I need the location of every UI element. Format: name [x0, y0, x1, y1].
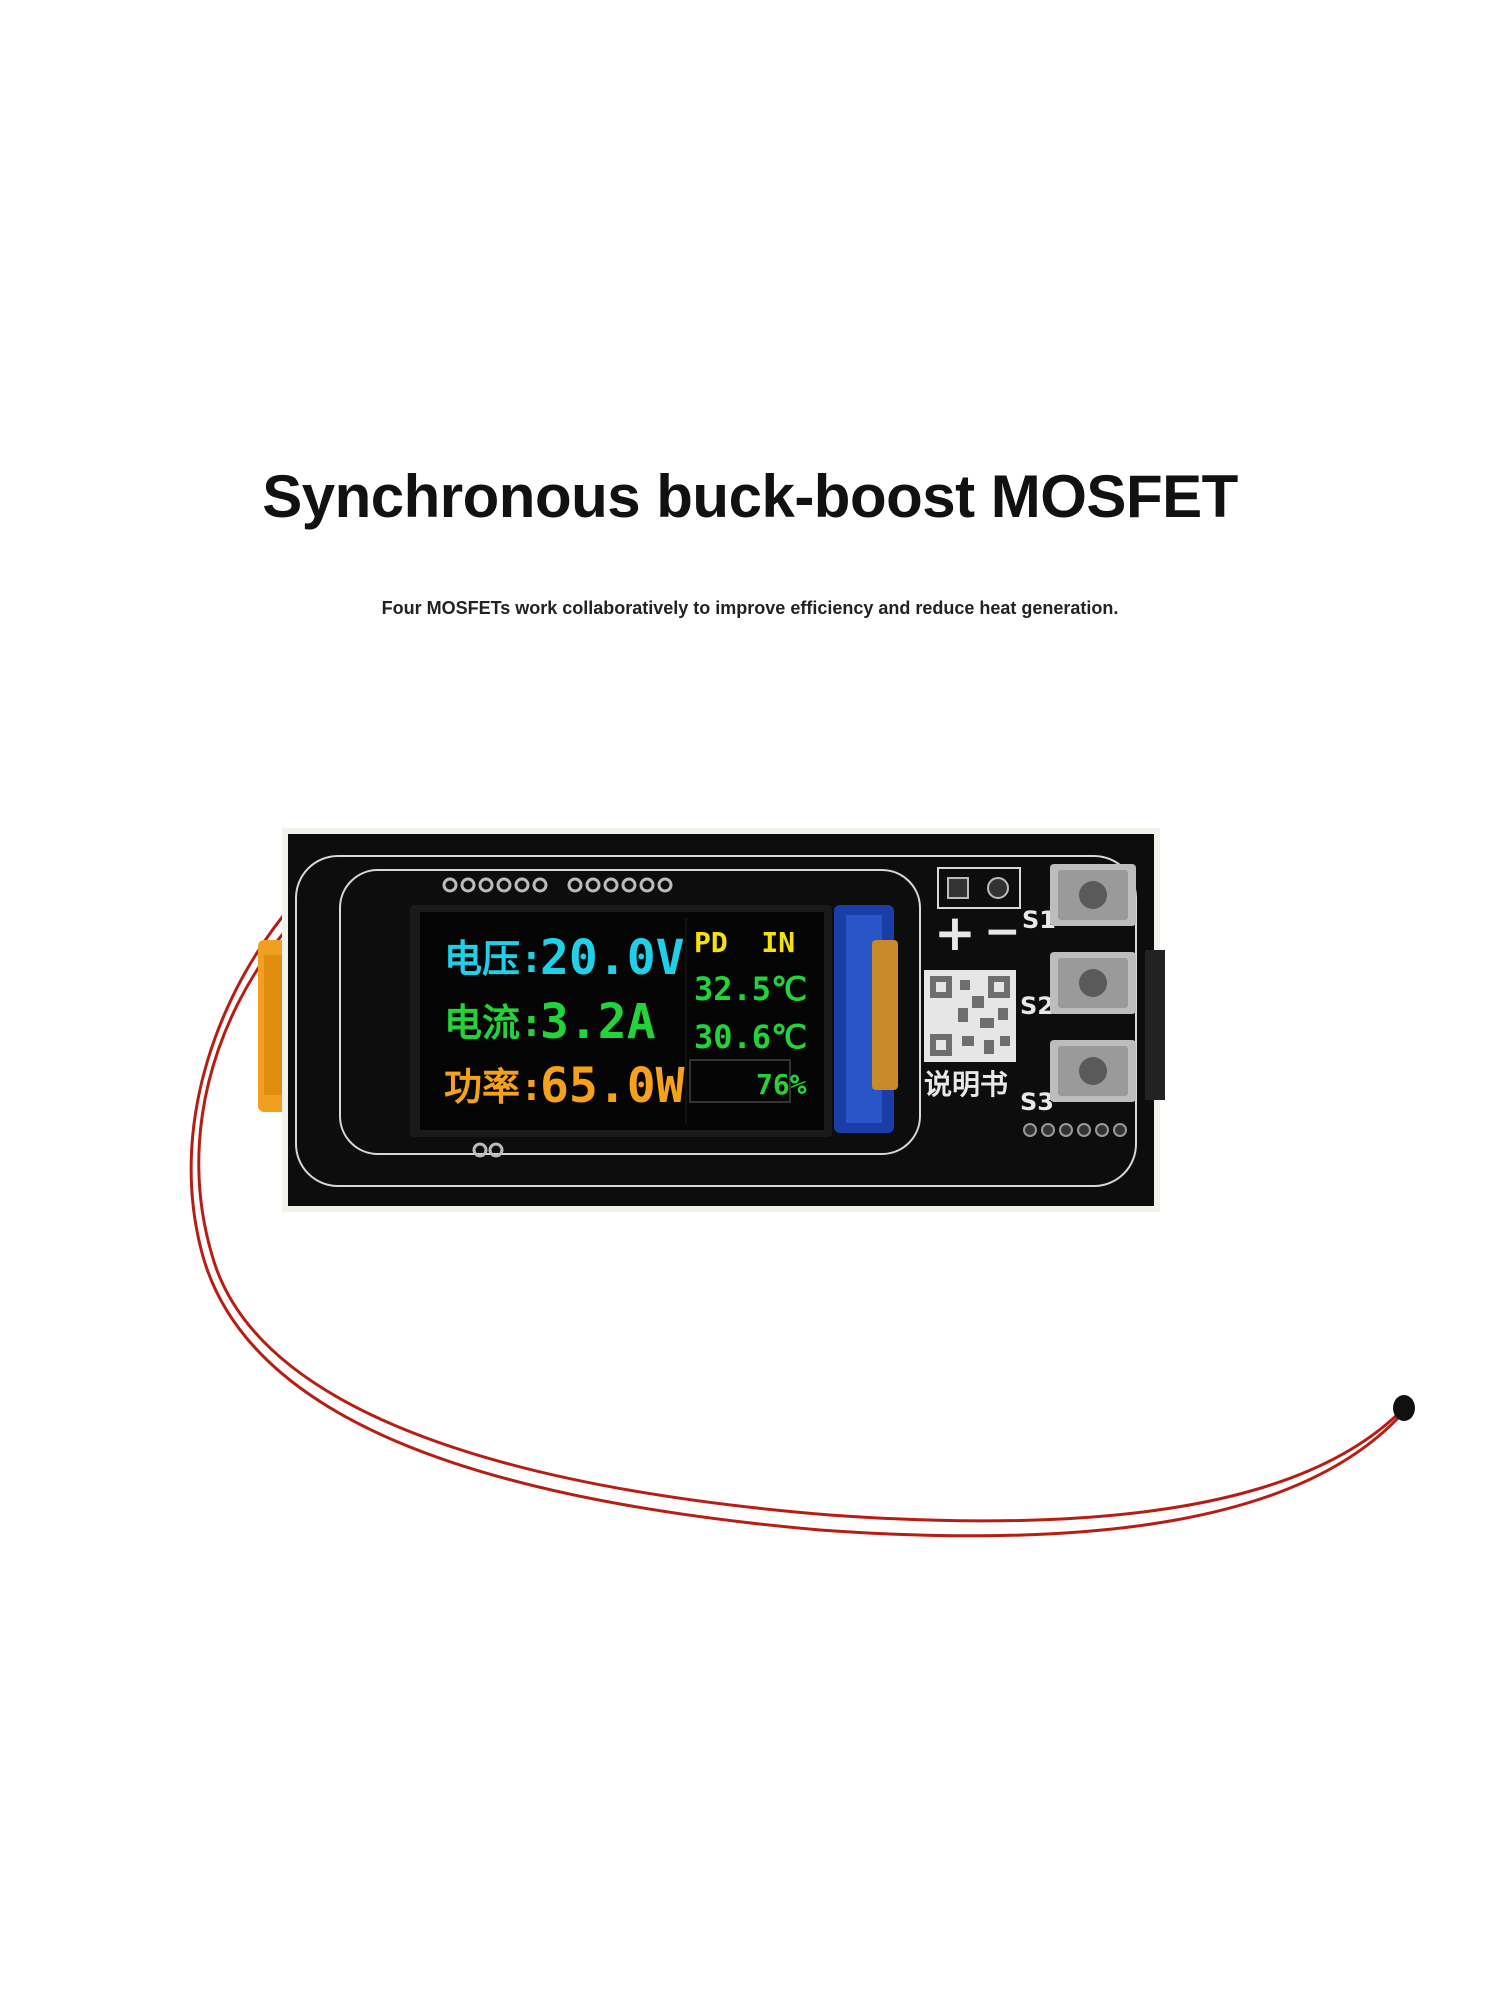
current-value: 3.2A	[540, 994, 656, 1050]
current-label: 电流:	[444, 1001, 543, 1045]
temperature-1: 32.5℃	[694, 970, 807, 1008]
s2-label: S2	[1020, 992, 1054, 1020]
thermistor-probe	[1393, 1395, 1415, 1421]
page-title: Synchronous buck-boost MOSFET	[262, 463, 1238, 530]
lcd-display: 电压: 20.0V 电流: 3.2A 功率: 65.0W PD IN 32.5℃…	[410, 905, 898, 1137]
minus-label: −	[984, 906, 1021, 957]
power-label: 功率:	[444, 1065, 543, 1109]
temperature-2: 30.6℃	[694, 1018, 807, 1056]
s3-label: S3	[1020, 1088, 1054, 1116]
qr-code	[924, 970, 1016, 1062]
thermistor-wire	[189, 904, 1402, 1538]
manual-label: 说明书	[924, 1068, 1008, 1101]
button-s2[interactable]	[1050, 952, 1136, 1014]
power-value: 65.0W	[540, 1058, 685, 1114]
mode-indicator: PD IN	[694, 926, 795, 959]
page-subtitle: Four MOSFETs work collaboratively to imp…	[381, 598, 1119, 618]
button-s1[interactable]	[1050, 864, 1136, 926]
percent-indicator: 76%	[756, 1068, 807, 1101]
voltage-label: 电压:	[444, 937, 543, 981]
plus-label: +	[934, 904, 976, 962]
voltage-value: 20.0V	[540, 930, 685, 986]
button-s3[interactable]	[1050, 1040, 1136, 1102]
